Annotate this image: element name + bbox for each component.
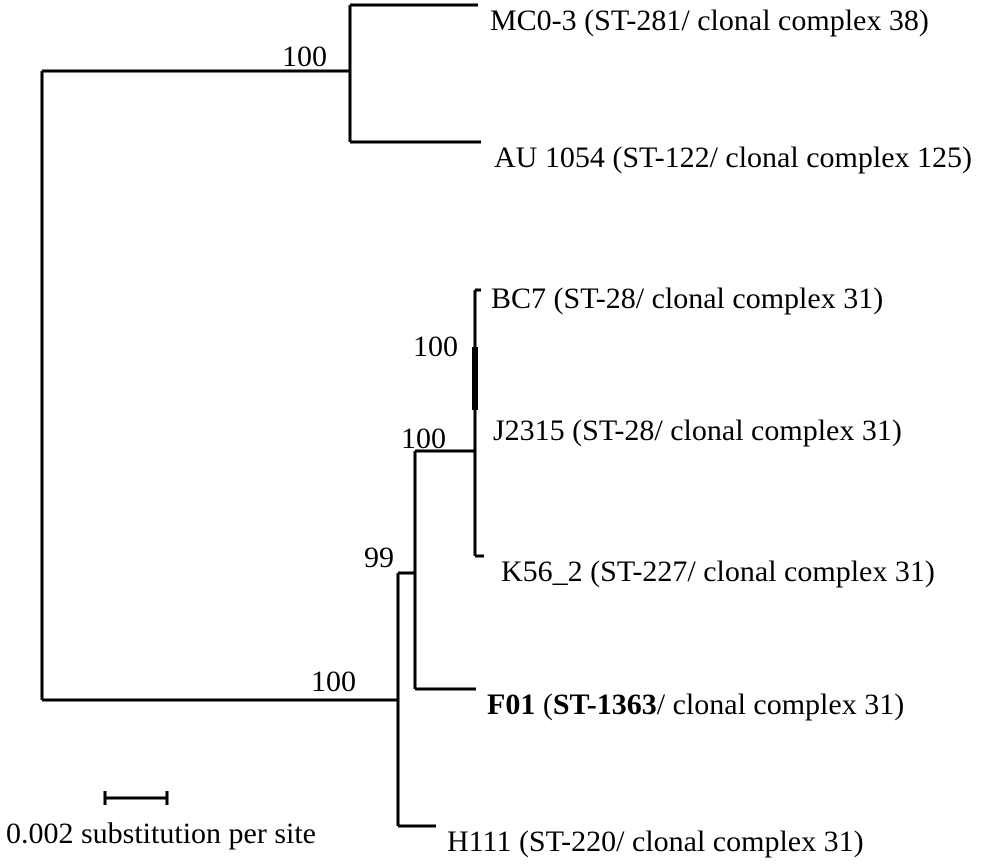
taxon-label-mc03: MC0-3 (ST-281/ clonal complex 38) [490, 4, 929, 37]
taxon-label-j2315: J2315 (ST-28/ clonal complex 31) [493, 414, 902, 447]
bootstrap-clade31-inner: 100 [401, 422, 446, 455]
taxon-label-f01: F01 (ST-1363/ clonal complex 31) [487, 688, 905, 721]
taxon-f01-name: F01 [487, 688, 536, 721]
taxon-label-k56: K56_2 (ST-227/ clonal complex 31) [501, 555, 935, 588]
bootstrap-bc7-j2315: 100 [413, 330, 458, 363]
taxon-label-h111: H111 (ST-220/ clonal complex 31) [447, 825, 864, 858]
taxon-f01-st: ST-1363 [552, 688, 657, 721]
taxon-f01-rest: / clonal complex 31) [656, 688, 905, 721]
bootstrap-clade31-mid: 99 [364, 541, 394, 574]
bootstrap-mc-au: 100 [282, 40, 327, 73]
taxon-label-au1054: AU 1054 (ST-122/ clonal complex 125) [494, 141, 972, 174]
taxon-label-bc7: BC7 (ST-28/ clonal complex 31) [491, 282, 884, 315]
scale-label: 0.002 substitution per site [6, 817, 316, 850]
bootstrap-clade31-outer: 100 [311, 665, 356, 698]
